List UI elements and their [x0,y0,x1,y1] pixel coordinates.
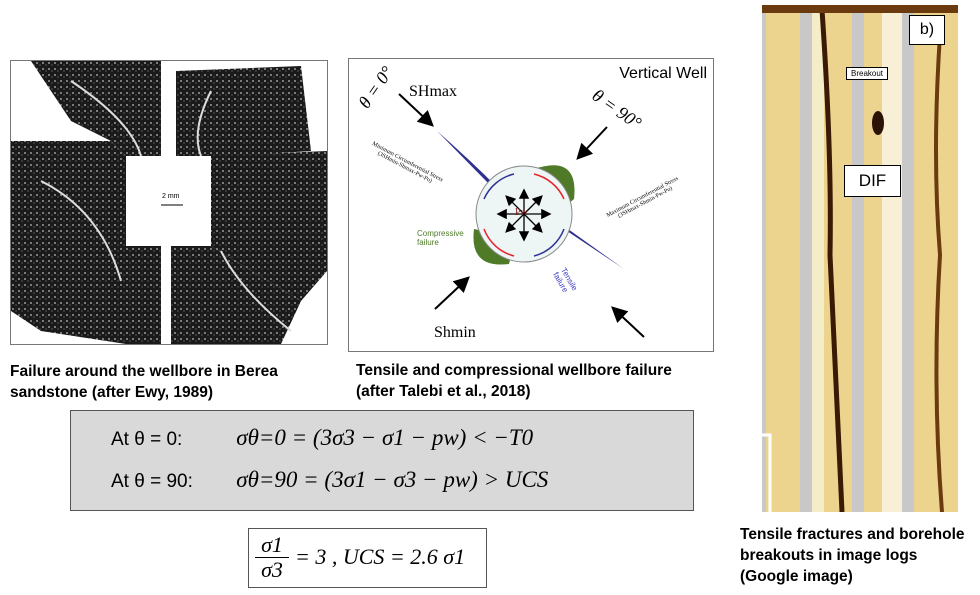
shmax-label: SHmax [409,83,457,100]
equation-theta-90: At θ = 90: σθ=90 = (3σ1 − σ3 − pw) > UCS [111,467,548,493]
stress-ratio-fraction: σ1 σ3 [255,533,289,582]
image-log: b) Breakout DIF [762,5,958,512]
middle-caption-line2: (after Talebi et al., 2018) [356,383,531,400]
equations-box: At θ = 0: σθ=0 = (3σ3 − σ1 − pw) < −T0 A… [70,410,694,511]
equation-theta-0: At θ = 0: σθ=0 = (3σ3 − σ1 − pw) < −T0 [111,425,533,451]
equation-2-label: At θ = 90: [111,471,193,492]
middle-caption-line1: Tensile and compressional wellbore failu… [356,362,672,379]
dif-label: DIF [844,165,901,197]
equation-1-label: At θ = 0: [111,429,183,450]
right-caption: Tensile fractures and borehole breakouts… [740,526,965,585]
middle-caption: Tensile and compressional wellbore failu… [356,360,736,402]
ratio-values: = 3 , UCS = 2.6 σ1 [295,544,466,569]
stress-ratio-box: σ1 σ3 = 3 , UCS = 2.6 σ1 [248,528,487,588]
shmin-label: Shmin [434,324,476,341]
breakout-label: Breakout [846,67,889,80]
equation-1: σθ=0 = (3σ3 − σ1 − pw) < −T0 [236,425,534,450]
diagram-title: Vertical Well [619,65,707,82]
fraction-denominator: σ3 [261,557,283,582]
fraction-numerator: σ1 [255,533,289,558]
panel-label: b) [909,15,945,45]
wellbore-failure-diagram: Vertical Well θ = 0° θ = 90° SHmax Shmin… [348,58,714,352]
compressive-failure-label: Compressive failure [417,229,464,247]
left-caption: Failure around the wellbore in Berea san… [10,363,278,401]
scale-label: 2 mm [162,193,180,200]
berea-sandstone-image: 2 mm [10,60,328,345]
pw-label: Pw [515,207,528,218]
equation-2: σθ=90 = (3σ1 − σ3 − pw) > UCS [236,467,549,492]
